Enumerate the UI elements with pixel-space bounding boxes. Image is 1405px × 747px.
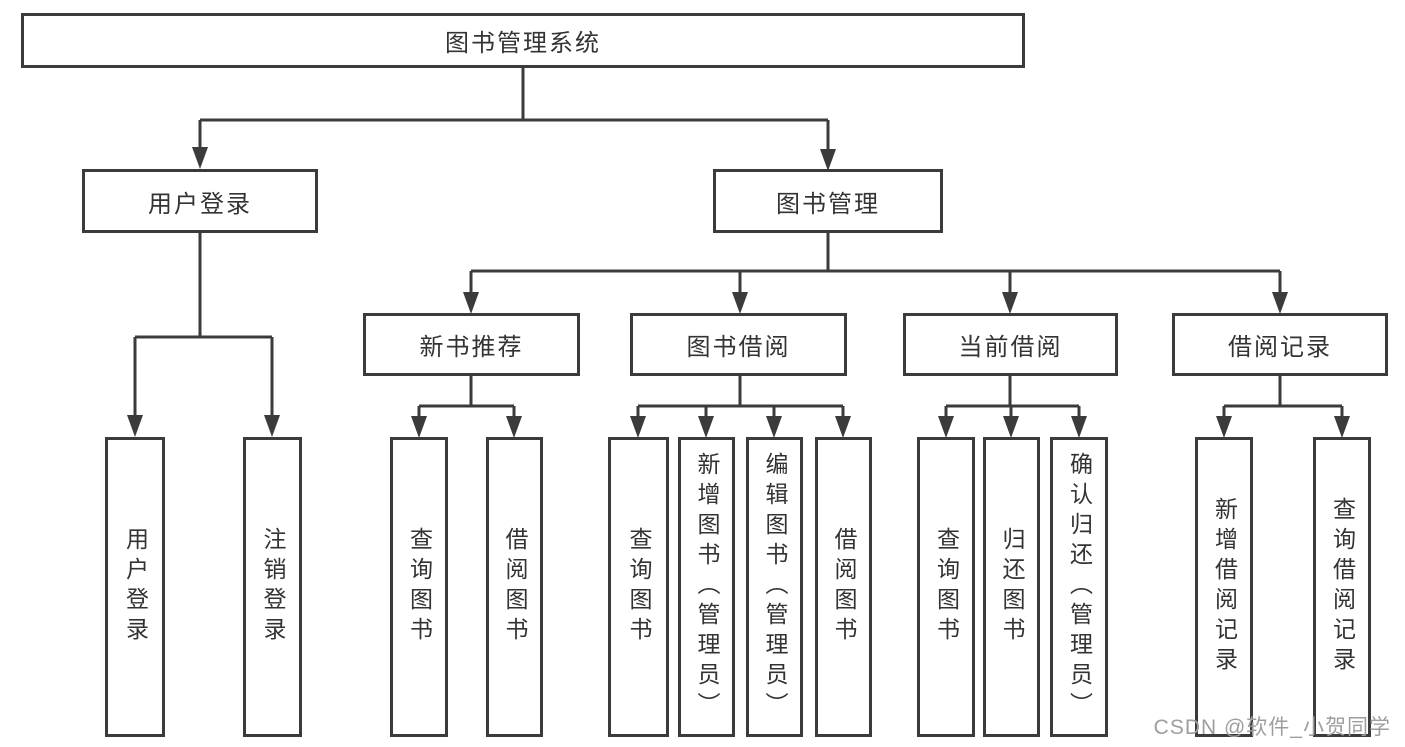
leaf-query-borrow-record: 查询借阅记录 [1313, 437, 1371, 737]
leaf-edit-books-admin-label: 编辑图书（管理员） [762, 452, 788, 722]
leaf-add-borrow-record-label: 新增借阅记录 [1211, 497, 1238, 677]
node-borrow-records-label: 借阅记录 [1228, 334, 1332, 361]
leaf-add-books-admin-label: 新增图书（管理员） [694, 452, 720, 722]
node-user-login-label: 用户登录 [148, 190, 252, 218]
node-current-borrow-label: 当前借阅 [958, 334, 1063, 361]
leaf-query-borrow-record-label: 查询借阅记录 [1329, 497, 1356, 677]
node-borrow-records: 借阅记录 [1172, 313, 1388, 376]
leaf-query-books-1-label: 查询图书 [406, 527, 433, 647]
arrowheads [127, 147, 1350, 438]
leaf-confirm-return-admin-label: 确认归还（管理员） [1066, 452, 1093, 722]
leaf-add-borrow-record: 新增借阅记录 [1195, 437, 1253, 737]
leaf-query-books-3: 查询图书 [917, 437, 975, 737]
leaf-user-login-label: 用户登录 [122, 527, 149, 647]
leaf-borrow-books-2-label: 借阅图书 [831, 527, 857, 647]
node-root-label: 图书管理系统 [445, 30, 601, 57]
leaf-borrow-books-2: 借阅图书 [815, 437, 872, 737]
node-book-borrow-label: 图书借阅 [686, 334, 791, 361]
leaf-add-books-admin: 新增图书（管理员） [678, 437, 735, 737]
leaf-logout-label: 注销登录 [260, 527, 286, 647]
leaf-return-books: 归还图书 [983, 437, 1040, 737]
node-book-borrow: 图书借阅 [630, 313, 847, 376]
node-book-management-label: 图书管理 [776, 190, 880, 218]
node-new-book-recommend: 新书推荐 [363, 313, 580, 376]
leaf-return-books-label: 归还图书 [999, 527, 1025, 647]
node-current-borrow: 当前借阅 [903, 313, 1118, 376]
leaf-edit-books-admin: 编辑图书（管理员） [746, 437, 803, 737]
leaf-user-login: 用户登录 [105, 437, 165, 737]
leaf-borrow-books-1: 借阅图书 [486, 437, 543, 737]
leaf-query-books-2-label: 查询图书 [626, 527, 652, 647]
node-user-login: 用户登录 [82, 169, 318, 233]
leaf-borrow-books-1-label: 借阅图书 [502, 527, 528, 647]
node-book-management: 图书管理 [713, 169, 943, 233]
csdn-watermark: CSDN @软件_小贺同学 [1153, 716, 1391, 739]
node-new-book-recommend-label: 新书推荐 [419, 334, 524, 361]
node-root-system: 图书管理系统 [21, 13, 1025, 68]
leaf-query-books-1: 查询图书 [390, 437, 448, 737]
leaf-logout: 注销登录 [243, 437, 302, 737]
leaf-query-books-3-label: 查询图书 [933, 527, 960, 647]
leaf-confirm-return-admin: 确认归还（管理员） [1050, 437, 1108, 737]
leaf-query-books-2: 查询图书 [608, 437, 669, 737]
